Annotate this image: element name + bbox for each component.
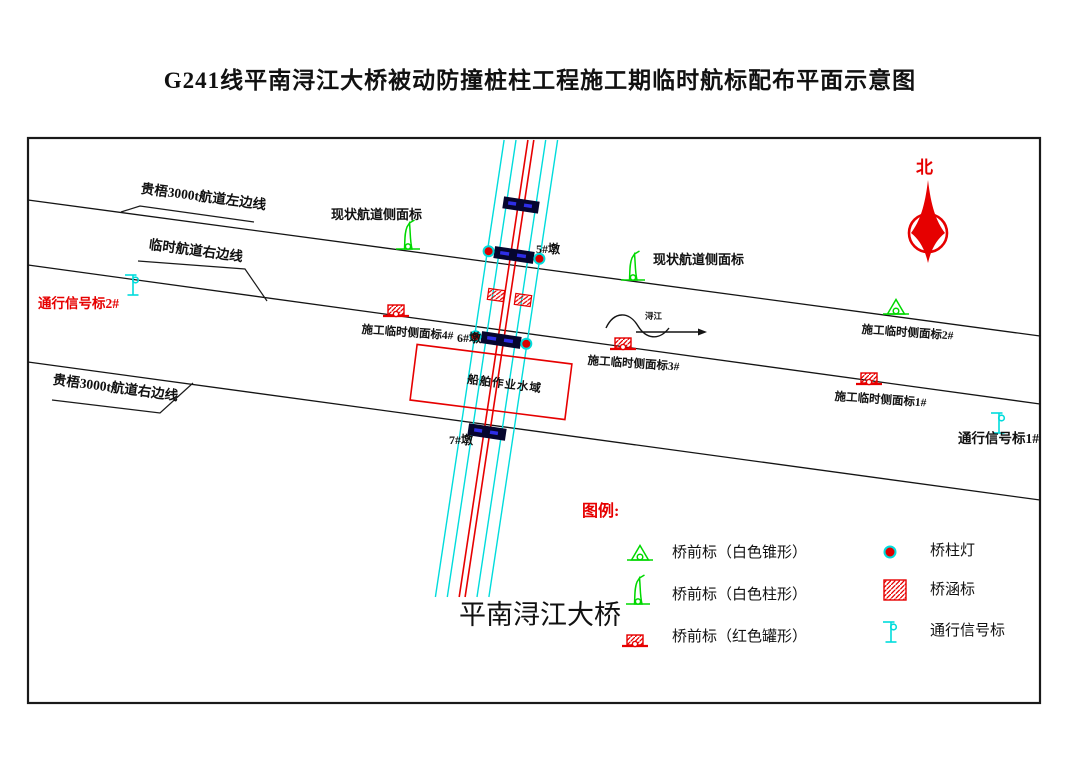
north-arrow-icon: [907, 180, 949, 263]
legend-white-cone-marker-icon: [626, 544, 654, 561]
legend-pier-light-icon: [883, 545, 897, 559]
signal-marker-2-label: 通行信号标2#: [38, 296, 119, 311]
pier-6-label: 6#墩: [457, 331, 482, 345]
drawing-border: [26, 136, 1042, 705]
signal-flag-1-icon: [990, 412, 1006, 434]
channel-line-guiwu-left: [27, 199, 1041, 337]
pier-7-label: 7#墩: [449, 433, 474, 447]
drawing-title: G241线平南浔江大桥被动防撞桩柱工程施工期临时航标配布平面示意图: [163, 68, 917, 93]
pier-7-plate: [467, 423, 507, 441]
legend-item-white-column-label: 桥前标（白色柱形）: [672, 587, 808, 603]
legend-item-white-cone-label: 桥前标（白色锥形）: [672, 545, 808, 561]
white-cone-marker-2-icon: [882, 298, 910, 315]
vessel-work-area-outline: [409, 343, 573, 421]
leader-guiwu-left: [120, 205, 255, 223]
bridge-name-label: 平南浔江大桥: [459, 600, 621, 630]
legend-title: 图例:: [582, 503, 620, 520]
river-flow-symbol: [605, 314, 707, 338]
legend-item-signal-label: 通行信号标: [930, 623, 1006, 639]
signal-marker-1-label: 通行信号标1#: [958, 431, 1039, 446]
pier-6-plate: [480, 331, 522, 349]
bridge-lines: [434, 139, 559, 598]
pier-5-plate: [493, 246, 535, 264]
existing-side-marker-2-label: 现状航道侧面标: [653, 252, 745, 267]
legend-red-can-marker-icon: [620, 633, 650, 648]
river-name-label: 浔江: [645, 311, 663, 321]
legend-item-red-can-label: 桥前标（红色罐形）: [672, 629, 808, 645]
leader-linshi-right: [137, 260, 268, 302]
pier-4-plate: [502, 196, 540, 214]
channel-line-guiwu-right: [27, 361, 1041, 501]
legend-item-pier-light-label: 桥柱灯: [930, 543, 976, 559]
pier-5-label: 5#墩: [536, 242, 561, 256]
legend-item-culvert-label: 桥涵标: [930, 582, 976, 598]
white-column-marker-2-icon: [620, 250, 646, 281]
north-label: 北: [916, 158, 933, 177]
existing-side-marker-1-label: 现状航道侧面标: [331, 207, 423, 222]
white-column-marker-1-icon: [395, 219, 421, 250]
culvert-marker-left: [486, 287, 506, 303]
leader-guiwu-right: [51, 382, 194, 414]
pier-lights: [469, 245, 546, 350]
legend-culvert-marker-icon: [883, 579, 907, 601]
culvert-marker-right: [513, 292, 533, 308]
